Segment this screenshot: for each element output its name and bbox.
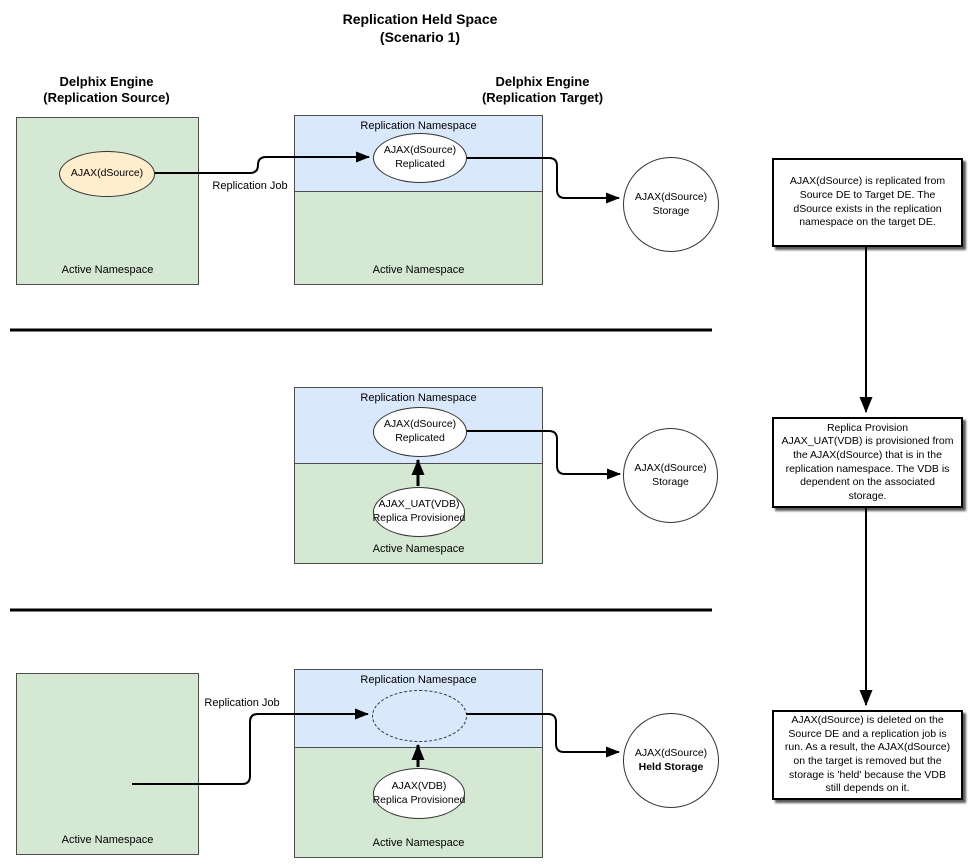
note-box-1: AJAX(dSource) is replicated from Source … (772, 158, 963, 247)
storage-label-line1: AJAX(dSource) (634, 461, 707, 474)
note-3-text: AJAX(dSource) is deleted on the Source D… (784, 714, 951, 795)
storage-circle-row1: AJAX(dSource) Storage (623, 157, 719, 252)
target-engine-header: Delphix Engine (Replication Target) (481, 74, 604, 106)
dsource-label: AJAX(dSource) (70, 167, 144, 180)
active-namespace-label: Active Namespace (372, 543, 465, 555)
active-namespace-label: Active Namespace (61, 834, 154, 846)
note-box-3: AJAX(dSource) is deleted on the Source D… (772, 710, 963, 800)
source-engine-header: Delphix Engine (Replication Source) (43, 74, 170, 106)
replication-job-label-row3: Replication Job (204, 697, 280, 709)
replicated-dsource-ellipse-row2: AJAX(dSource) Replicated (373, 407, 467, 457)
replicated-dsource-label: AJAX(dSource) Replicated (383, 418, 457, 444)
dsource-ellipse: AJAX(dSource) (59, 151, 155, 197)
replication-namespace-label: Replication Namespace (360, 392, 477, 404)
replicated-dsource-label: AJAX(dSource) Replicated (383, 144, 457, 170)
note-2-text: Replica Provision AJAX_UAT(VDB) is provi… (781, 421, 954, 502)
active-namespace-label: Active Namespace (61, 264, 154, 276)
held-storage-circle: AJAX(dSource) Held Storage (623, 713, 719, 808)
replica-provisioned-vdb-ellipse-row2: AJAX_UAT(VDB) Replica Provisioned (373, 487, 465, 537)
active-namespace-section: Active Namespace (295, 192, 542, 284)
storage-label-line1: AJAX(dSource) (634, 190, 708, 203)
storage-label-line1: AJAX(dSource) (634, 746, 708, 759)
deleted-dsource-dashed-ellipse (372, 690, 467, 742)
replication-namespace-label: Replication Namespace (360, 120, 477, 132)
replica-provisioned-vdb-ellipse-row3: AJAX(VDB) Replica Provisioned (373, 768, 465, 819)
storage-label-line2: Storage (652, 475, 689, 488)
replicated-dsource-ellipse-row1: AJAX(dSource) Replicated (373, 133, 467, 183)
replication-job-label-row1: Replication Job (212, 180, 288, 192)
vdb-label: AJAX(VDB) Replica Provisioned (372, 779, 466, 806)
storage-label-line2: Storage (652, 204, 690, 217)
note-box-2: Replica Provision AJAX_UAT(VDB) is provi… (772, 417, 963, 508)
diagram-title: Replication Held Space (Scenario 1) (342, 11, 498, 46)
replication-namespace-label: Replication Namespace (360, 674, 477, 686)
held-storage-label-line2: Held Storage (638, 760, 704, 773)
active-namespace-label: Active Namespace (372, 837, 465, 849)
source-active-namespace-box-row1: Active Namespace (16, 117, 199, 285)
vdb-label: AJAX_UAT(VDB) Replica Provisioned (372, 498, 466, 524)
storage-circle-row2: AJAX(dSource) Storage (623, 428, 718, 523)
note-1-text: AJAX(dSource) is replicated from Source … (789, 175, 946, 229)
source-active-namespace-box-row3: Active Namespace (16, 673, 199, 855)
active-namespace-label: Active Namespace (372, 264, 465, 276)
